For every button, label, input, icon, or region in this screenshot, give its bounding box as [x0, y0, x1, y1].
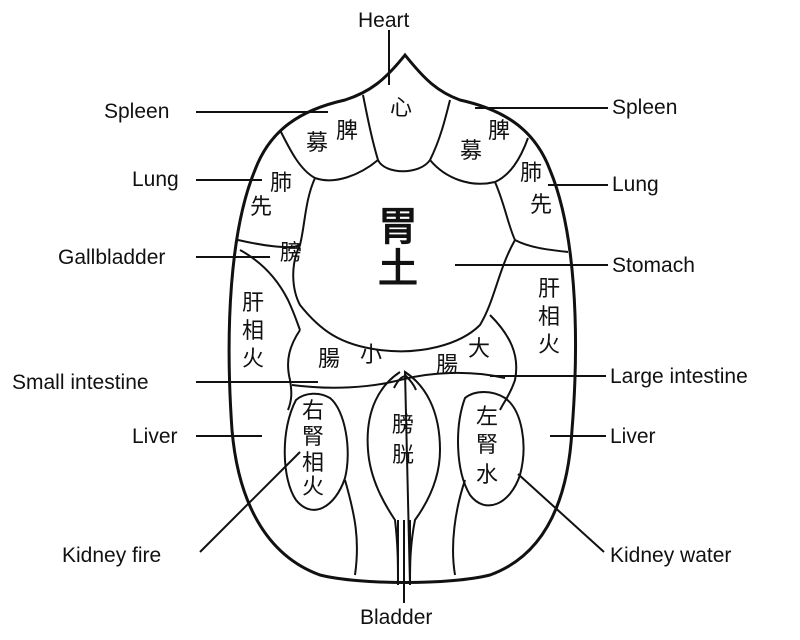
cjk-stomach-2: 土: [378, 246, 418, 292]
cjk-lung-right-2: 先: [530, 193, 552, 218]
cjk-gallbladder: 膀: [280, 241, 302, 266]
lung-right-label: Lung: [612, 173, 659, 196]
gallbladder-region: [239, 249, 301, 331]
kidney-water-label: Kidney water: [610, 544, 731, 567]
cjk-bladder-2: 胱: [392, 443, 414, 468]
gallbladder-label: Gallbladder: [58, 246, 165, 269]
cjk-heart: 心: [390, 96, 412, 121]
heart-region: [362, 94, 451, 173]
small-intestine-label: Small intestine: [12, 371, 149, 394]
cjk-liver-left-1: 肝: [242, 291, 264, 316]
cjk-liver-left-3: 火: [242, 347, 264, 372]
liver-right-boundary: [489, 314, 518, 411]
liver-left-boundary: [287, 329, 301, 411]
kidney-water-region: [457, 391, 525, 507]
cjk-kidney-fire-3: 相: [302, 451, 324, 476]
kidney-fire-leader: [199, 451, 301, 553]
spleen-right-label: Spleen: [612, 96, 677, 119]
stomach-label: Stomach: [612, 254, 695, 277]
liver-right-label: Liver: [610, 425, 656, 448]
large-intestine-label: Large intestine: [610, 365, 748, 388]
cjk-large-int-2: 腸: [436, 353, 458, 378]
cjk-kidney-water-2: 腎: [476, 433, 498, 458]
spleen-right-region: [429, 137, 529, 185]
liver-left-label: Liver: [132, 425, 178, 448]
bladder-stem: [397, 520, 411, 585]
cjk-spleen-left-1: 脾: [336, 119, 358, 144]
cjk-liver-left-2: 相: [242, 319, 264, 344]
cjk-lung-right-1: 肺: [520, 161, 542, 186]
cjk-stomach-1: 胃: [378, 204, 418, 250]
cjk-kidney-fire-1: 右: [302, 399, 324, 424]
right-lower-contour: [452, 479, 466, 576]
cjk-liver-right-1: 肝: [538, 277, 560, 302]
cjk-small-int-1: 小: [360, 343, 382, 368]
cjk-lung-left-1: 肺: [270, 171, 292, 196]
cjk-spleen-right-1: 脾: [488, 119, 510, 144]
cjk-large-int-1: 大: [468, 337, 490, 362]
kidney-water-leader: [517, 473, 605, 553]
left-lower-contour: [344, 479, 358, 576]
bladder-notch: [393, 374, 417, 391]
cjk-kidney-fire-2: 腎: [302, 425, 324, 450]
cjk-lung-left-2: 先: [250, 195, 272, 220]
bladder-label: Bladder: [360, 606, 432, 629]
cjk-liver-right-2: 相: [538, 305, 560, 330]
spleen-left-region: [279, 129, 379, 182]
stomach-region: [292, 239, 516, 353]
cjk-small-int-2: 腸: [318, 347, 340, 372]
cjk-kidney-water-3: 水: [476, 463, 498, 488]
kidney-fire-label: Kidney fire: [62, 544, 161, 567]
cjk-spleen-right-2: 募: [460, 139, 482, 164]
cjk-spleen-left-2: 募: [306, 131, 328, 156]
cjk-kidney-water-1: 左: [476, 405, 498, 430]
cjk-kidney-fire-4: 火: [302, 475, 324, 500]
spleen-left-label: Spleen: [104, 100, 169, 123]
lung-left-label: Lung: [132, 168, 179, 191]
cjk-liver-right-3: 火: [538, 333, 560, 358]
heart-label: Heart: [358, 9, 410, 32]
cjk-bladder-1: 膀: [392, 413, 414, 438]
